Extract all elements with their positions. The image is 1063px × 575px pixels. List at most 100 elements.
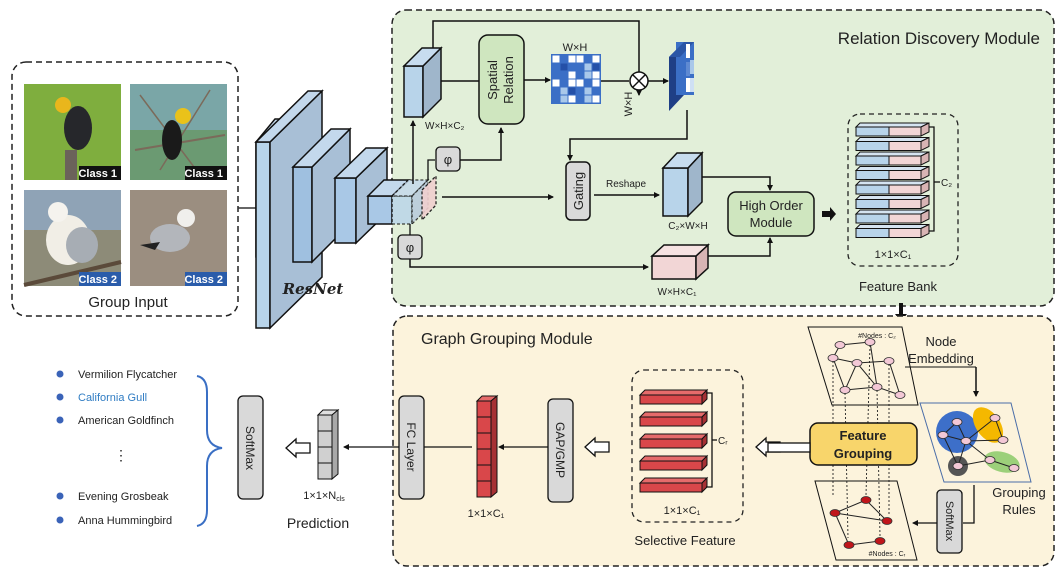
class-label: Class 2 — [184, 274, 223, 286]
fc-layer-label: FC Layer — [404, 422, 418, 471]
selective-bar-side — [701, 454, 708, 472]
bank-pink-cell — [888, 199, 922, 209]
graph-edge — [965, 417, 996, 442]
gap-gmp-label: GAP/GMP — [553, 422, 567, 478]
vector-cell — [476, 480, 492, 498]
weighted-cell — [686, 78, 690, 92]
bank-top — [854, 137, 930, 142]
grouping-rules-label-1: Grouping — [992, 485, 1045, 500]
feature-bank: C₂ 1×1×C₁ Feature Bank — [847, 113, 959, 294]
pooled-vector-dim: 1×1×C₁ — [468, 508, 505, 520]
graph-edge — [865, 499, 888, 522]
graph-node — [827, 354, 839, 362]
selective-bar-top — [638, 411, 709, 418]
weighted-cell — [690, 78, 694, 92]
bullet-icon — [56, 370, 64, 378]
bullet-icon — [56, 393, 64, 401]
bank-side — [920, 209, 930, 224]
graph-node — [860, 496, 872, 504]
graph-edge — [957, 440, 967, 467]
reshape-label: Reshape — [606, 179, 646, 190]
class-item: California Gull — [78, 392, 147, 404]
bank-side — [920, 223, 930, 239]
matrix-cell — [584, 87, 592, 95]
selective-bar-top — [638, 433, 709, 440]
nodes-bottom-label: #Nodes : Cᵣ — [869, 551, 906, 558]
bank-blue-cell — [855, 170, 890, 180]
feature-bank-dim: 1×1×C₁ — [875, 249, 912, 261]
bank-pink-cell — [888, 184, 922, 195]
grouping-rules-graph — [919, 402, 1032, 483]
group-input-title: Group Input — [88, 294, 168, 311]
graph-edge — [844, 362, 858, 391]
bird-image-4: Class 2 — [130, 190, 227, 286]
bird-image-1: Class 1 — [24, 84, 121, 180]
matrix-cell — [592, 87, 600, 95]
weighted-feature — [669, 42, 694, 111]
matrix-side-label: W×H — [623, 92, 635, 117]
vector-side — [490, 394, 498, 499]
hollow-arrow-shaft — [767, 442, 811, 453]
spatial-label: Spatial — [485, 60, 500, 100]
matrix-cell — [552, 79, 560, 87]
vector-cell — [317, 446, 333, 464]
selective-bar — [639, 482, 703, 493]
vector-side — [331, 408, 339, 481]
node-embedding-label-1: Node — [925, 334, 956, 349]
pink-dim-label: W×H×C₁ — [658, 287, 698, 298]
bank-side — [920, 165, 930, 181]
selective-bar — [639, 394, 703, 405]
matrix-cell — [568, 87, 576, 95]
relation-matrix — [551, 54, 601, 104]
hollow-arrow-icon — [285, 437, 311, 459]
matrix-cell — [576, 71, 584, 79]
skip-connection-arrow — [432, 20, 642, 96]
gap-gmp-block: GAP/GMP — [547, 398, 574, 503]
weighted-cell — [686, 62, 690, 76]
matrix-cell — [560, 55, 568, 63]
graph-edge — [834, 499, 867, 514]
relation-label: Relation — [501, 56, 516, 104]
prediction-dim: 1×1×Ncls — [303, 490, 345, 503]
selective-bar-side — [701, 410, 708, 428]
matrix-cell — [592, 71, 600, 79]
graph-node — [881, 517, 893, 525]
graph-node — [989, 414, 1001, 422]
bank-blue-cell — [855, 184, 890, 195]
relation-module-title: Relation Discovery Module — [838, 29, 1040, 48]
graph-node — [997, 436, 1009, 444]
bank-pink-cell — [888, 141, 922, 151]
vector-cell — [317, 430, 333, 448]
bank-side — [920, 122, 930, 137]
graph-node — [937, 431, 949, 439]
gating-block: Gating — [565, 161, 591, 221]
bank-top — [854, 209, 930, 215]
phi-label: φ — [444, 152, 452, 167]
weighted-cell — [686, 44, 690, 58]
arrow-to-high-order — [702, 176, 773, 191]
feature-bank-title: Feature Bank — [859, 279, 938, 294]
graph-node — [851, 359, 863, 367]
feature-grouping-block: Feature Grouping — [809, 422, 918, 466]
matrix-cell — [592, 55, 600, 63]
resnet-backbone: ResNet — [254, 89, 437, 330]
feature-grouping-label-1: Feature — [840, 428, 887, 443]
arrow-pink-to-high-order — [708, 237, 773, 257]
phi-box-bottom: φ — [397, 224, 649, 270]
graph-edge — [965, 440, 991, 461]
projection-line — [865, 344, 871, 496]
graph-edge — [834, 512, 888, 522]
grouping-module-title: Graph Grouping Module — [421, 331, 593, 348]
graph-edge — [942, 434, 959, 467]
matrix-cell — [568, 55, 576, 63]
bank-blue-cell — [855, 155, 890, 166]
matrix-cell — [568, 63, 576, 71]
graph-node — [952, 462, 964, 470]
softmax-label: SoftMax — [943, 501, 955, 542]
vector-cell — [476, 464, 492, 482]
bank-side — [920, 151, 930, 166]
graph-node — [864, 338, 876, 346]
class-item: Vermilion Flycatcher — [78, 369, 177, 381]
bank-top — [854, 224, 930, 229]
